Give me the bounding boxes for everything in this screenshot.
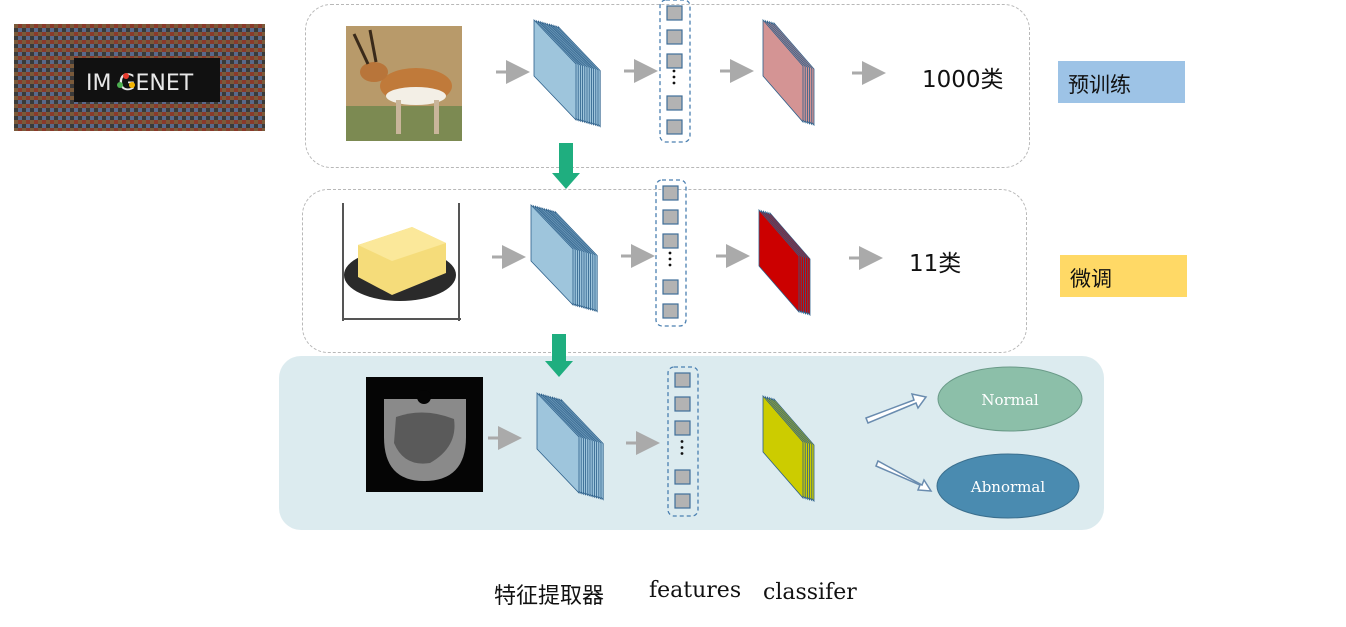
ellipsis-dot [680, 452, 684, 455]
extractor-caption: 特征提取器 [494, 584, 605, 609]
abnormal-class-label: Abnormal [970, 478, 1045, 496]
vector-cell [674, 469, 691, 485]
vector-border [659, 0, 691, 143]
arrow-to-normal [865, 392, 928, 424]
vector-cell [666, 5, 683, 21]
ellipsis-dot [668, 251, 672, 255]
block-layer [530, 204, 574, 306]
vector-cell [674, 420, 691, 436]
classifier-block-pretrain [762, 18, 815, 127]
vector-cell [674, 493, 691, 509]
vector-cell [662, 185, 679, 201]
vector-cell [662, 279, 679, 295]
finetune-output-label: 11类 [909, 251, 962, 277]
vector-cell [674, 372, 691, 388]
ellipsis-dot [672, 75, 676, 79]
vector-cell [674, 396, 691, 412]
ultrasound-image [366, 377, 483, 492]
butter-image [342, 203, 461, 321]
vector-cell [662, 303, 679, 319]
vector-cell [662, 209, 679, 225]
feature-extractor-block-pretrain [533, 19, 601, 128]
classifier-caption: classifer [763, 580, 857, 605]
finetune-flow-arrows [492, 244, 883, 270]
block-layer [533, 19, 577, 121]
ellipsis-dot [668, 257, 672, 261]
features-caption: features [649, 578, 742, 603]
normal-class-oval [937, 366, 1083, 432]
ellipsis-dot [672, 69, 676, 73]
normal-class-label: Normal [981, 391, 1038, 409]
imagenet-logo-text: IM GENET [86, 71, 194, 96]
feature-vector-target [667, 366, 699, 517]
vector-cell [666, 29, 683, 45]
feature-extractor-block-target [536, 392, 604, 501]
block-layer [536, 392, 580, 494]
imagenet-logo: IM GENET [14, 24, 265, 131]
abnormal-class-oval [936, 453, 1080, 519]
gazelle-image [346, 26, 462, 141]
block-layer [762, 394, 804, 500]
ellipsis-dot [680, 446, 684, 449]
pretrain-flow-arrows [496, 59, 886, 85]
ellipsis-dot [680, 440, 684, 443]
vector-cell [666, 95, 683, 111]
classifier-block-finetune [758, 208, 811, 317]
vector-border [667, 366, 699, 517]
vector-cell [666, 119, 683, 135]
block-layer [758, 208, 800, 314]
finetune-tag: 微调 [1060, 255, 1187, 297]
feature-vector-pretrain [659, 0, 691, 143]
ellipsis-dot [672, 81, 676, 85]
block-layer [762, 18, 804, 124]
feature-vector-finetune [655, 179, 687, 327]
transfer-arrow-1 [552, 143, 580, 189]
arrow-to-abnormal [875, 459, 933, 492]
vector-cell [662, 233, 679, 249]
vector-border [655, 179, 687, 327]
feature-extractor-block-finetune [530, 204, 598, 313]
vector-cell [666, 53, 683, 69]
pretrain-output-label: 1000类 [922, 67, 1004, 93]
classifier-block-target [762, 394, 815, 503]
pretrain-panel [305, 4, 1030, 168]
target-flow-arrows [488, 426, 660, 455]
pretrain-tag: 预训练 [1058, 61, 1185, 103]
transfer-arrow-2 [545, 334, 573, 377]
ellipsis-dot [668, 263, 672, 267]
